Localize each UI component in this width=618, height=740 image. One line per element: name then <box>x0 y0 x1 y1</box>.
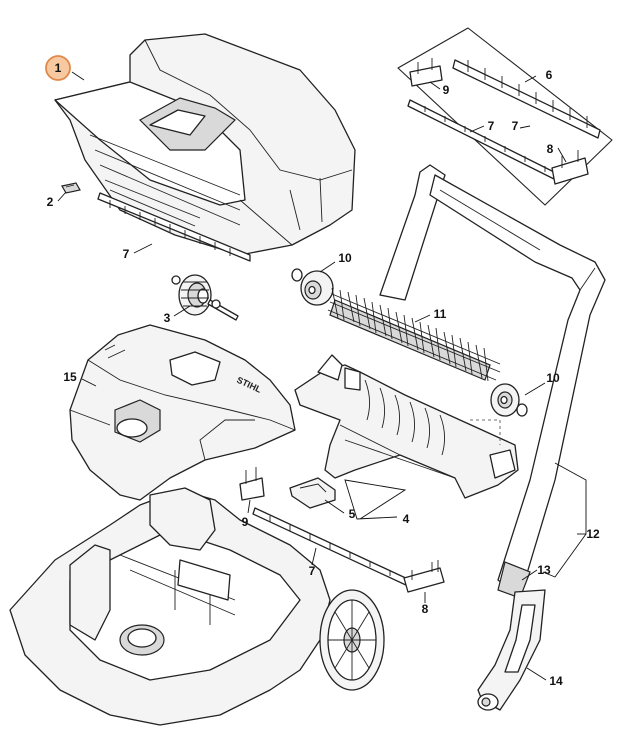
callout-15[interactable]: 15 <box>63 370 77 384</box>
part-11-brush-roller[interactable] <box>327 287 501 382</box>
callout-10-lower[interactable]: 10 <box>546 371 560 385</box>
part-9-bracket-kit[interactable] <box>409 58 443 87</box>
axis-line <box>470 419 501 445</box>
part-7-strip-left[interactable] <box>97 192 251 262</box>
part-7-strip-middle[interactable] <box>252 507 411 587</box>
callout-4[interactable]: 4 <box>403 512 410 526</box>
callout-3[interactable]: 3 <box>164 311 171 325</box>
chassis-base <box>9 487 385 726</box>
callout-7-kit-a[interactable]: 7 <box>488 119 495 133</box>
callout-10-upper[interactable]: 10 <box>338 251 352 265</box>
callout-1: 1 <box>55 61 62 75</box>
callout-7-left[interactable]: 7 <box>123 247 130 261</box>
part-8-bracket-lower[interactable] <box>403 560 445 593</box>
part-1-cover[interactable] <box>54 33 356 256</box>
callout-labels: 2 7 3 10 11 10 15 6 9 7 7 8 9 5 4 7 8 12… <box>47 68 600 688</box>
part-14-handle-bracket[interactable] <box>477 589 546 711</box>
callout-9-kit[interactable]: 9 <box>443 83 450 97</box>
part-2-clip[interactable] <box>61 182 81 194</box>
callout-8-lower[interactable]: 8 <box>422 602 429 616</box>
callout-12[interactable]: 12 <box>586 527 600 541</box>
part-10-bearing-upper[interactable] <box>291 268 334 306</box>
callout-8-kit[interactable]: 8 <box>547 142 554 156</box>
part-3-wheel[interactable] <box>171 274 239 321</box>
kit-box <box>397 27 613 206</box>
part-15-upper-housing[interactable]: STIHL <box>69 324 296 501</box>
callout-13[interactable]: 13 <box>537 563 551 577</box>
callout-7-kit-b[interactable]: 7 <box>512 119 519 133</box>
part-6-brush-strip[interactable] <box>452 59 601 139</box>
part-5-bracket[interactable] <box>289 477 336 509</box>
part-9-bracket-lower[interactable] <box>239 467 265 501</box>
callout-9-lower[interactable]: 9 <box>242 515 249 529</box>
callout-1-highlight[interactable]: 1 <box>45 55 71 81</box>
callout-6[interactable]: 6 <box>546 68 553 82</box>
part-8-bracket-kit[interactable] <box>551 150 589 185</box>
part-10-bearing-lower[interactable] <box>490 383 528 417</box>
leader-lines <box>57 71 587 681</box>
callout-5[interactable]: 5 <box>349 507 356 521</box>
callout-2[interactable]: 2 <box>47 195 54 209</box>
part-12-handle-tube[interactable] <box>379 164 606 589</box>
callout-14[interactable]: 14 <box>549 674 563 688</box>
callout-11[interactable]: 11 <box>434 307 447 321</box>
callout-7-middle[interactable]: 7 <box>309 564 316 578</box>
part-4-housing-frame[interactable] <box>294 354 519 499</box>
